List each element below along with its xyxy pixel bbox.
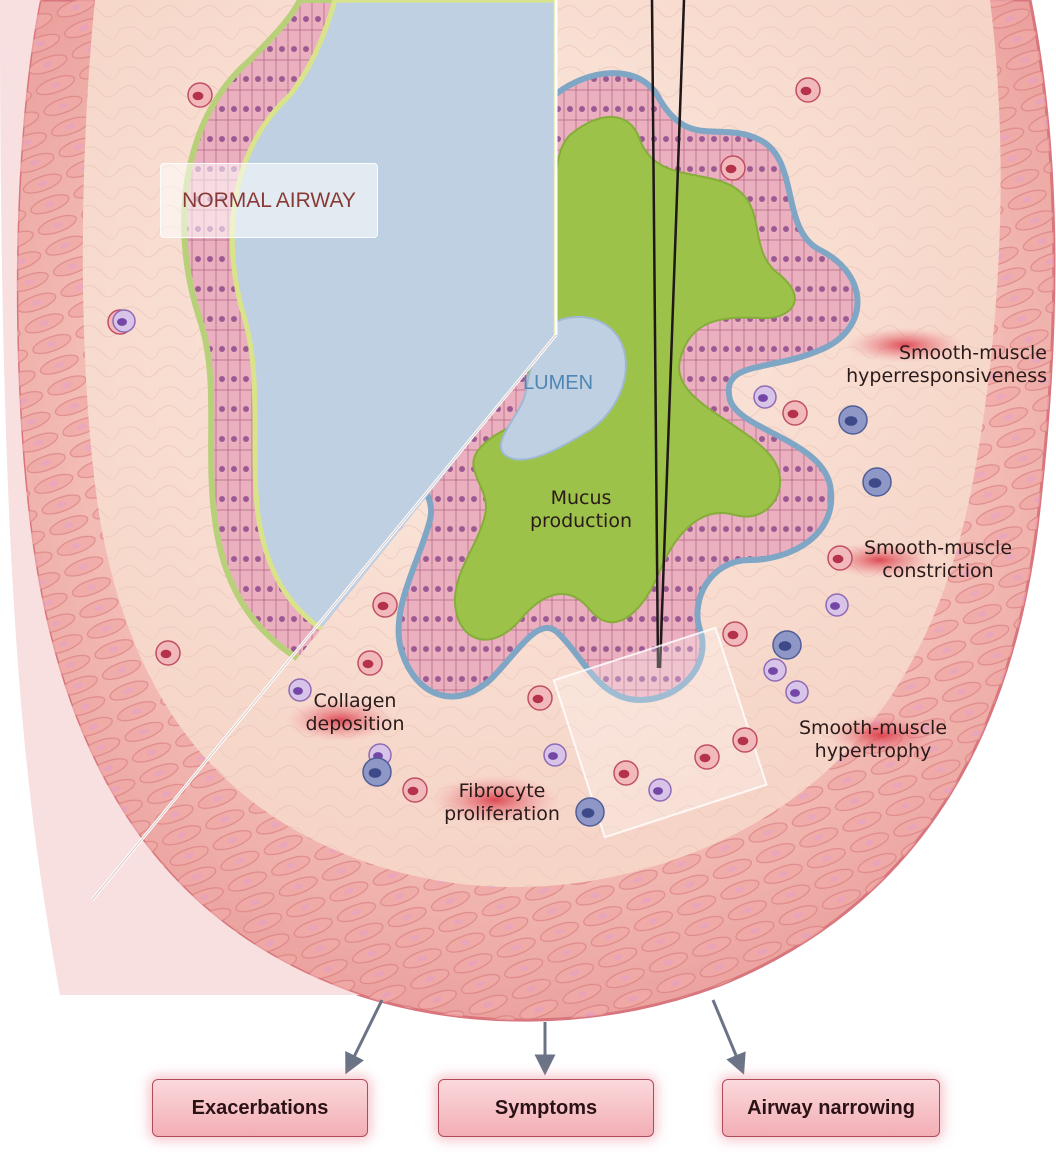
symptoms-label: Symptoms bbox=[495, 1097, 597, 1120]
mast-cell-nucleus bbox=[869, 478, 882, 488]
eosinophil-cell-nucleus bbox=[801, 87, 812, 95]
normal-airway-tag: NORMAL AIRWAY bbox=[160, 163, 378, 238]
eosinophil-cell-nucleus bbox=[726, 165, 737, 173]
eosinophil-cell-nucleus bbox=[363, 660, 374, 668]
outcome-exacerbations: Exacerbations bbox=[152, 1079, 368, 1137]
eosinophil-cell-nucleus bbox=[700, 754, 711, 762]
mucus-label-line1: Mucus bbox=[526, 487, 636, 510]
mucus-production-label: Mucus production bbox=[526, 487, 636, 533]
fibrocyte-label-line1: Fibrocyte bbox=[437, 780, 567, 803]
exacerbations-label: Exacerbations bbox=[192, 1097, 329, 1120]
fibrocyte-label-line2: proliferation bbox=[437, 803, 567, 826]
collagen-deposition-label: Collagen deposition bbox=[300, 690, 410, 736]
eosinophil-cell-nucleus bbox=[728, 631, 739, 639]
eosinophil-cell-nucleus bbox=[788, 410, 799, 418]
normal-airway-label: NORMAL AIRWAY bbox=[182, 189, 356, 213]
eosinophil-cell-nucleus bbox=[738, 737, 749, 745]
outcome-airway-narrowing: Airway narrowing bbox=[722, 1079, 940, 1137]
eosinophil-cell-nucleus bbox=[533, 695, 544, 703]
eosinophil-cell-nucleus bbox=[619, 770, 630, 778]
lymphocyte-cell-nucleus bbox=[117, 318, 127, 326]
mast-cell-nucleus bbox=[582, 808, 595, 818]
eosinophil-cell-nucleus bbox=[833, 555, 844, 563]
eosinophil-cell-nucleus bbox=[378, 602, 389, 610]
hypertrophy-label-line1: Smooth-muscle bbox=[793, 717, 953, 740]
hypertrophy-label-line2: hypertrophy bbox=[793, 740, 953, 763]
fibrocyte-proliferation-label: Fibrocyte proliferation bbox=[437, 780, 567, 826]
eosinophil-cell-nucleus bbox=[161, 650, 172, 658]
lymphocyte-cell-nucleus bbox=[768, 667, 778, 675]
lymphocyte-cell-nucleus bbox=[548, 752, 558, 760]
lumen-label: LUMEN bbox=[523, 372, 593, 395]
mast-cell-nucleus bbox=[779, 641, 792, 651]
collagen-label-line1: Collagen bbox=[300, 690, 410, 713]
constriction-label-line1: Smooth-muscle bbox=[858, 537, 1018, 560]
hyperresp-label-line1: Smooth-muscle bbox=[840, 342, 1047, 365]
eosinophil-cell-nucleus bbox=[408, 787, 419, 795]
hyperresp-label-line2: hyperresponsiveness bbox=[840, 365, 1047, 388]
constriction-label-line2: constriction bbox=[858, 560, 1018, 583]
eosinophil-cell-nucleus bbox=[193, 92, 204, 100]
hypertrophy-label: Smooth-muscle hypertrophy bbox=[793, 717, 953, 763]
collagen-label-line2: deposition bbox=[300, 713, 410, 736]
lymphocyte-cell-nucleus bbox=[653, 787, 663, 795]
mast-cell-nucleus bbox=[845, 416, 858, 426]
outcome-symptoms: Symptoms bbox=[438, 1079, 654, 1137]
airway-narrowing-label: Airway narrowing bbox=[747, 1097, 915, 1120]
constriction-label: Smooth-muscle constriction bbox=[858, 537, 1018, 583]
lymphocyte-cell-nucleus bbox=[790, 689, 800, 697]
mast-cell-nucleus bbox=[369, 768, 382, 778]
lymphocyte-cell-nucleus bbox=[758, 394, 768, 402]
mucus-label-line2: production bbox=[526, 510, 636, 533]
lymphocyte-cell-nucleus bbox=[830, 602, 840, 610]
hyperresponsiveness-label: Smooth-muscle hyperresponsiveness bbox=[840, 342, 1047, 388]
